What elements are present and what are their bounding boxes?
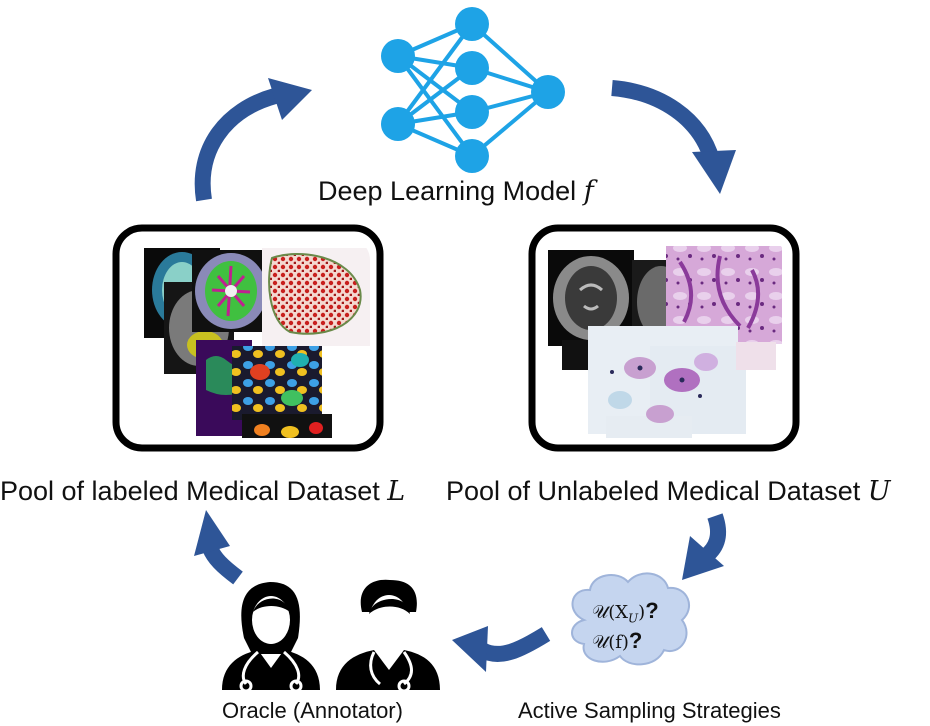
male-doctor-icon [336,579,440,693]
model-symbol: f [583,176,594,207]
arrow-head-oracle [452,626,488,672]
question-mark-1: ? [645,598,659,623]
arrow-to-oracle [478,627,551,662]
uncertainty-model-text: 𝒰(f) [592,632,629,653]
unlabeled-pool-label: Pool of Unlabeled Medical Dataset U [446,476,891,507]
question-mark-2: ? [628,628,643,653]
labeled-symbol: L [387,476,406,507]
labeled-images [144,248,370,438]
oracle-label: Oracle (Annotator) [222,698,403,723]
uncertainty-model-query: 𝒰(f)? [592,628,642,654]
labeled-dataset-box [112,224,384,452]
uncertainty-data-subscript: U [628,611,639,626]
arrow-head-unlabeled [692,150,736,194]
arrow-to-strategies [700,513,726,563]
labeled-pool-text: Pool of labeled Medical Dataset [0,476,380,506]
unlabeled-images [548,246,782,438]
network-nodes [381,7,565,173]
neural-network-icon [381,7,565,173]
thought-cloud-icon [571,572,690,666]
unlabeled-pool-text: Pool of Unlabeled Medical Dataset [446,476,861,506]
labeled-box-border [112,224,384,452]
uncertainty-data-text: 𝒰(X [592,602,629,623]
strategies-label: Active Sampling Strategies [518,698,781,723]
model-label-text: Deep Learning Model [318,176,577,206]
arrow-to-unlabeled [611,80,720,163]
unlabeled-box-border [528,224,800,452]
uncertainty-data-query: 𝒰(XU)? [592,598,659,626]
unlabeled-dataset-box [528,224,800,452]
arrow-head-labeled [194,510,230,556]
network-edges [396,22,550,158]
arrow-to-labeled [202,544,243,585]
model-label: Deep Learning Model f [318,176,594,207]
female-doctor-icon [222,582,320,693]
uncertainty-data-close: ) [638,602,646,623]
arrow-head-strategies [682,536,724,580]
labeled-pool-label: Pool of labeled Medical Dataset L [0,476,405,507]
arrow-head-model [268,78,312,120]
unlabeled-symbol: U [867,476,891,507]
arrow-to-model [194,88,278,202]
arrow-heads [194,78,736,672]
